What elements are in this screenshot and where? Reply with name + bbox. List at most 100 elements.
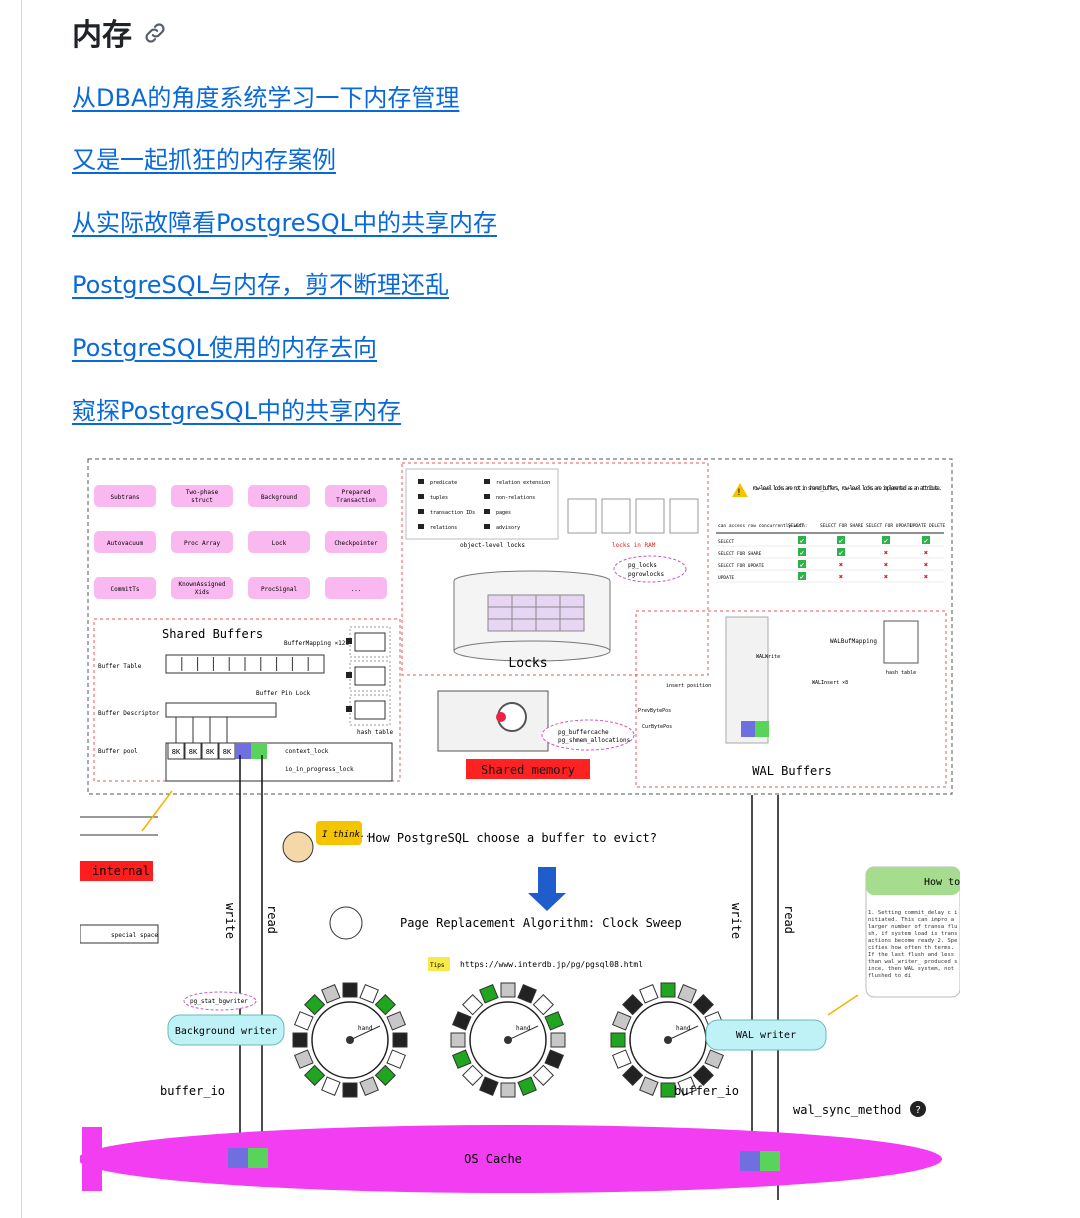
algorithm-title: Page Replacement Algorithm: Clock Sweep [400,916,682,930]
lock-icon [418,494,424,499]
clock-slot [622,994,644,1016]
check-icon [837,548,845,556]
shared-block [325,577,387,599]
hash-table-label: hash table [357,729,394,736]
shared-block [94,531,156,553]
cur-byte-pos-label: CurBytePos [642,724,672,730]
lock-item-label: transaction IDs [430,510,475,516]
clock-slot [386,1049,406,1069]
shared-block-label: ProcSignal [261,586,298,593]
clock-slot [452,1049,472,1069]
lock-icon [418,479,424,484]
prev-byte-pos-label: PrevBytePos [638,708,671,714]
clock-slot [677,1076,697,1096]
shared-block-label: KnownAssigned [179,581,226,588]
shared-block-label: Background [261,494,298,501]
clock-slot [292,1032,308,1048]
lock-icon [346,706,352,712]
lock-table-mark: ✔ [800,573,804,581]
clock-slot [704,1049,724,1069]
shared-block-label: Transaction [336,497,376,504]
clock-slot [294,1049,314,1069]
write-label-left: write [223,903,237,939]
shared-block [325,531,387,553]
svg-text:!: ! [736,488,741,498]
shared-block-label: Proc Array [184,540,221,547]
clock-hand-label: hand [676,1025,691,1032]
buffer-pool-label: Buffer pool [98,748,138,755]
shared-block [171,577,233,599]
row-note: row-level locks are not in shared_buffer… [752,485,942,492]
clock-slot [610,1032,626,1048]
pg-buffercache-label: pg_buffercache [558,729,609,736]
clock-slot [639,1076,659,1096]
locks-label: Locks [508,656,547,671]
clock-slot [304,1064,326,1086]
link-icon[interactable] [142,19,168,45]
article-link-4[interactable]: PostgreSQL与内存，剪不断理还乱 [72,271,450,299]
hash-bucket [354,700,386,720]
clock-hand [667,1025,699,1041]
lock-table-cell: SELECT [718,539,735,545]
shared-memory-label: Shared memory [481,763,575,777]
lock-item-label: predicate [430,480,457,486]
lock-table-mark: ✖ [924,573,928,581]
article-link-1[interactable]: 从DBA的角度系统学习一下内存管理 [72,84,460,112]
clock-hand-label: hand [516,1025,531,1032]
section-title: 内存 [72,18,132,53]
clock-slot [517,984,537,1004]
lock-icon [484,479,490,484]
article-link-6[interactable]: 窥探PostgreSQL中的共享内存 [72,397,402,425]
clock-slot [677,984,697,1004]
clock-slot [660,982,676,998]
pgrowlocks-label: pgrowlocks [628,571,665,578]
lock-icon [418,509,424,514]
clock-slot [462,1064,484,1086]
wal-hash-table-label: hash table [886,670,916,676]
section-heading: 内存 [72,10,168,54]
shared-block [248,577,310,599]
lock-table-mark: ✔ [800,537,804,545]
shared-block-label: Prepared [342,489,371,496]
wal-write-label: WALWrite [756,654,780,660]
clock-slot [692,994,714,1016]
os-cache-label: OS Cache [464,1152,522,1166]
clock-slot [386,1011,406,1031]
clock-slot [321,984,341,1004]
lock-table-mark: ✖ [839,561,843,569]
background-writer-node: Background writer [175,1026,277,1037]
shared-block-label: Xids [195,589,210,596]
special-space-label: special space [111,932,158,939]
article-link-3[interactable]: 从实际故障看PostgreSQL中的共享内存 [72,209,498,237]
clock-slot [532,994,554,1016]
lock-table-mark: ✖ [924,561,928,569]
clock-slot [342,1082,358,1098]
lock-table-mark: ✖ [884,573,888,581]
shared-block-label: Two-phase [186,489,219,496]
clock-slot [612,1011,632,1031]
io-in-progress-lock-label: io_in_progress_lock [285,766,354,773]
clock-slot [692,1064,714,1086]
lock-table-header: UPDATE DELETE [910,523,946,529]
locks-in-ram-label: locks in RAM [612,542,656,549]
clock-hand [507,1025,539,1041]
clock-slot [359,1076,379,1096]
article-link-2[interactable]: 又是一起抓狂的内存案例 [72,146,336,174]
clock-slot [612,1049,632,1069]
lock-icon [484,524,490,529]
hash-bucket [354,666,386,686]
page-size-label: 8K [172,748,181,756]
lock-icon [484,509,490,514]
shared-block-label: Autovacuum [107,540,144,547]
lock-icon [484,494,490,499]
article-link-5[interactable]: PostgreSQL使用的内存去向 [72,334,378,362]
clock-slot [500,1082,516,1098]
lock-table-mark: ✔ [884,537,888,545]
shared-block-label: Checkpointer [334,540,378,547]
clock-slot [462,994,484,1016]
clock-slot [294,1011,314,1031]
wal-insert-label: WALInsert ×8 [812,680,848,686]
think-bubble: I think... [322,830,376,840]
read-label-right: read [782,905,796,934]
buffer-io-left: buffer_io [160,1084,225,1098]
